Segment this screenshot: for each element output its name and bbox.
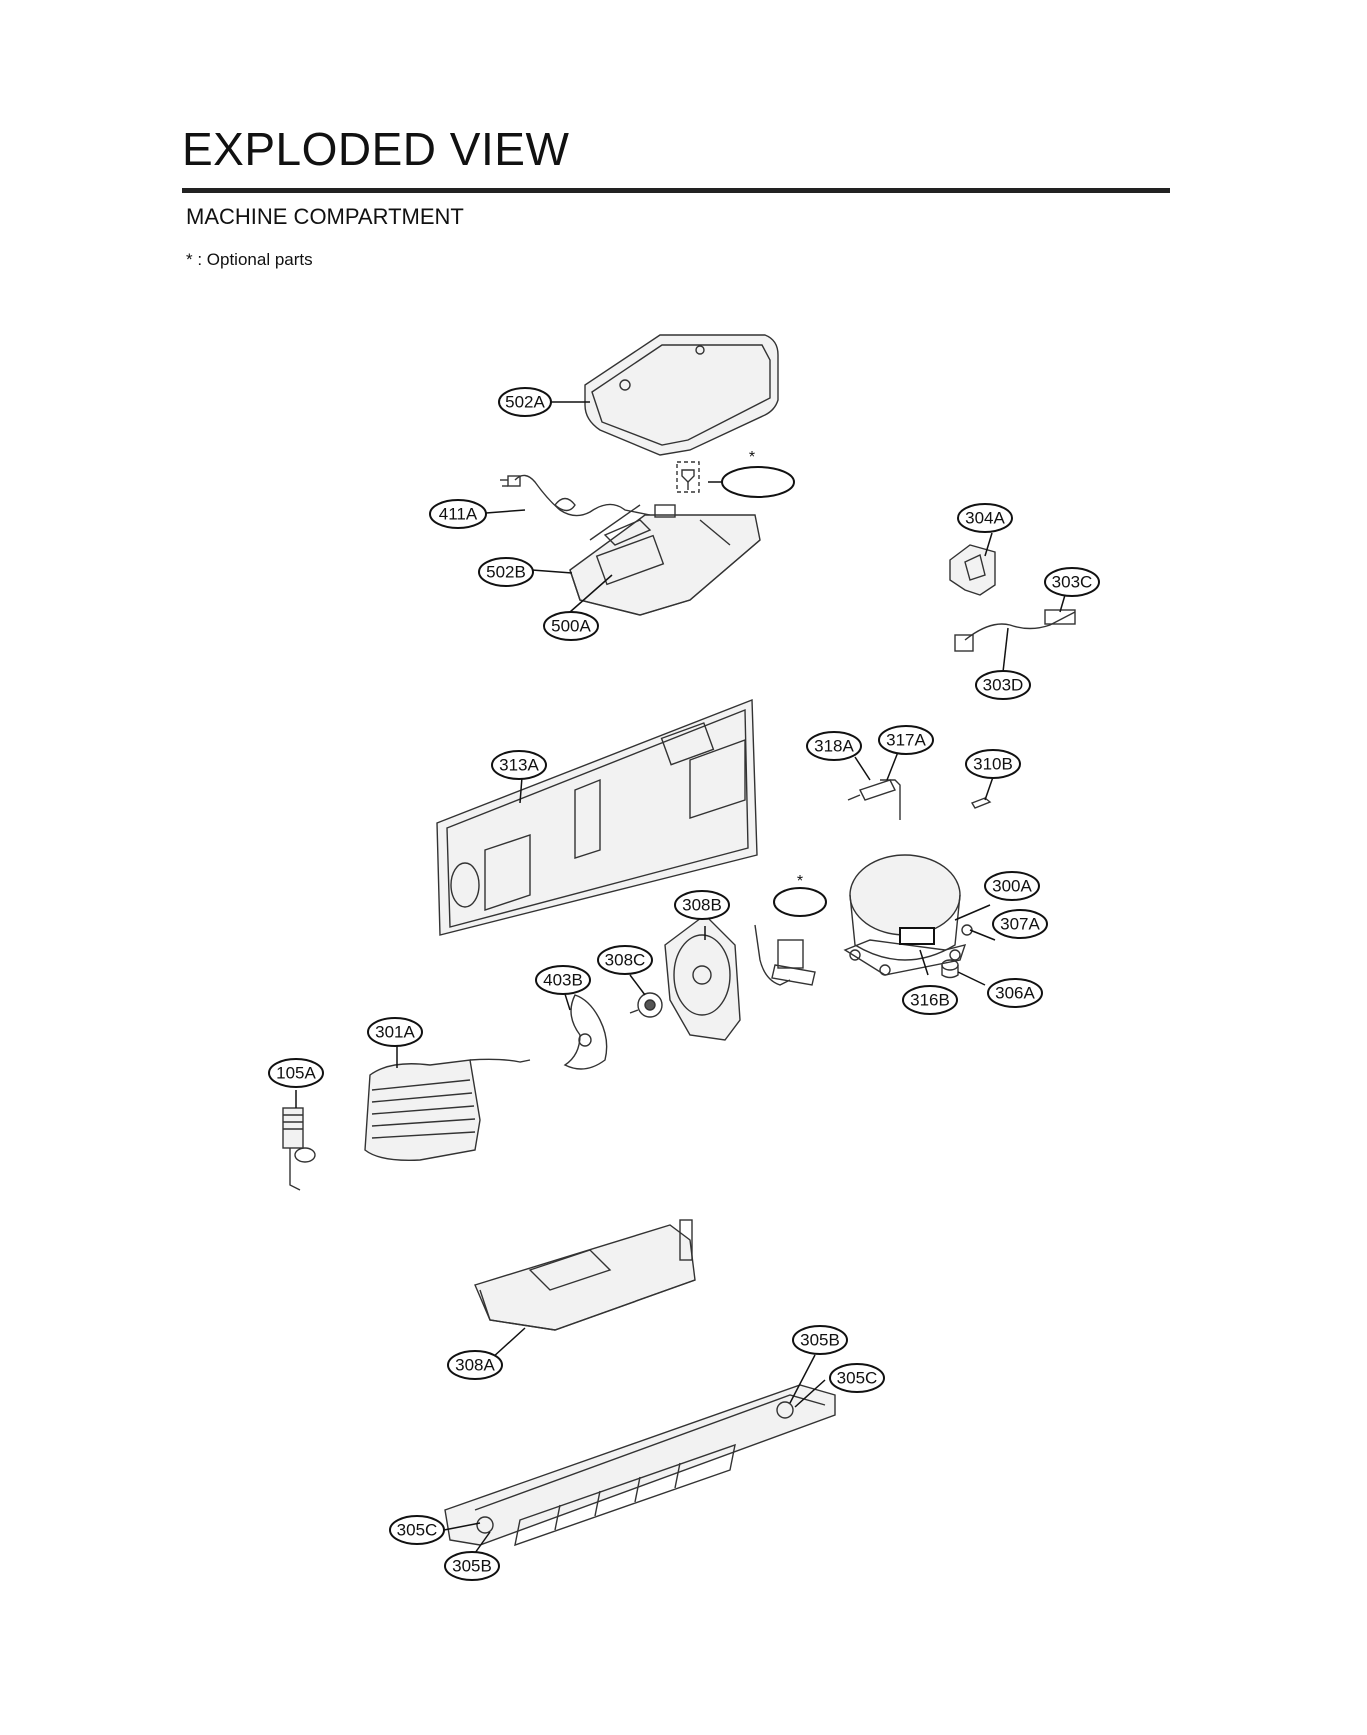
label-plate bbox=[899, 927, 935, 945]
svg-text:303D: 303D bbox=[983, 676, 1024, 695]
part-wire-harness-303C bbox=[954, 609, 1076, 652]
title-rule bbox=[182, 188, 1170, 193]
svg-text:305B: 305B bbox=[800, 1331, 840, 1350]
optional-star-middle: * bbox=[797, 873, 803, 890]
part-cover-502A bbox=[584, 334, 779, 456]
svg-text:308A: 308A bbox=[455, 1356, 495, 1375]
svg-text:305C: 305C bbox=[397, 1521, 438, 1540]
callout-318A: 318A bbox=[806, 731, 862, 761]
callout-500A: 500A bbox=[543, 611, 599, 641]
part-fan-motor-308C bbox=[629, 992, 663, 1018]
callout-303D: 303D bbox=[975, 670, 1031, 700]
part-optional-clip bbox=[676, 461, 700, 493]
svg-text:502A: 502A bbox=[505, 393, 545, 412]
svg-text:318A: 318A bbox=[814, 737, 854, 756]
svg-text:313A: 313A bbox=[499, 756, 539, 775]
part-fan-blade-403B bbox=[563, 994, 608, 1070]
part-valve-318A bbox=[847, 779, 901, 820]
callout-305C-top: 305C bbox=[829, 1363, 885, 1393]
svg-text:500A: 500A bbox=[551, 617, 591, 636]
callout-305C-bottom: 305C bbox=[389, 1515, 445, 1545]
svg-text:304A: 304A bbox=[965, 509, 1005, 528]
callout-308C: 308C bbox=[597, 945, 653, 975]
optional-callout-middle bbox=[773, 887, 827, 917]
part-control-box-502B bbox=[569, 504, 761, 616]
callout-301A: 301A bbox=[367, 1017, 423, 1047]
callout-313A: 313A bbox=[491, 750, 547, 780]
callout-307A: 307A bbox=[992, 909, 1048, 939]
callout-502A: 502A bbox=[498, 387, 552, 417]
part-power-cord-411A bbox=[500, 474, 651, 517]
part-fan-shroud-308B bbox=[664, 914, 741, 1041]
svg-text:308B: 308B bbox=[682, 896, 722, 915]
part-bottom-tray bbox=[444, 1384, 836, 1547]
svg-text:303C: 303C bbox=[1052, 573, 1093, 592]
svg-text:411A: 411A bbox=[439, 505, 478, 524]
callout-411A: 411A bbox=[429, 499, 487, 529]
svg-text:308C: 308C bbox=[605, 951, 646, 970]
optional-parts-note: * : Optional parts bbox=[186, 250, 313, 269]
svg-text:300A: 300A bbox=[992, 877, 1032, 896]
section-subtitle: MACHINE COMPARTMENT bbox=[186, 204, 464, 229]
svg-text:403B: 403B bbox=[543, 971, 583, 990]
svg-text:310B: 310B bbox=[973, 755, 1013, 774]
callout-305B-bottom: 305B bbox=[444, 1551, 500, 1581]
svg-text:305C: 305C bbox=[837, 1369, 878, 1388]
callout-308B: 308B bbox=[674, 890, 730, 920]
part-condenser-301A bbox=[364, 1058, 531, 1161]
svg-text:305B: 305B bbox=[452, 1557, 492, 1576]
svg-text:317A: 317A bbox=[886, 731, 926, 750]
callout-300A: 300A bbox=[984, 871, 1040, 901]
callout-310B: 310B bbox=[965, 749, 1021, 779]
page-title: EXPLODED VIEW bbox=[182, 123, 570, 175]
part-drain-105A bbox=[282, 1107, 316, 1191]
svg-text:306A: 306A bbox=[995, 984, 1035, 1003]
part-grommet-306A bbox=[941, 924, 973, 979]
callout-306A: 306A bbox=[987, 978, 1043, 1008]
svg-text:105A: 105A bbox=[276, 1064, 316, 1083]
part-rear-panel-313A bbox=[436, 698, 758, 936]
optional-star-top: * bbox=[749, 449, 755, 466]
callout-304A: 304A bbox=[957, 503, 1013, 533]
callout-316B: 316B bbox=[902, 985, 958, 1015]
part-tube-310B bbox=[970, 797, 992, 809]
callout-308A: 308A bbox=[447, 1350, 503, 1380]
svg-text:301A: 301A bbox=[375, 1023, 415, 1042]
leader-lines bbox=[295, 401, 1066, 1554]
svg-text:307A: 307A bbox=[1000, 915, 1040, 934]
callout-303C: 303C bbox=[1044, 567, 1100, 597]
part-base-308A bbox=[474, 1219, 696, 1331]
svg-text:502B: 502B bbox=[486, 563, 526, 582]
optional-callout-top bbox=[721, 466, 795, 498]
callout-317A: 317A bbox=[878, 725, 934, 755]
callout-502B: 502B bbox=[478, 557, 534, 587]
part-optional-damper bbox=[754, 924, 816, 986]
part-compressor-300A bbox=[843, 854, 967, 976]
svg-text:316B: 316B bbox=[910, 991, 950, 1010]
part-bracket-304A bbox=[949, 544, 996, 596]
callout-403B: 403B bbox=[535, 965, 591, 995]
callout-105A: 105A bbox=[268, 1058, 324, 1088]
callout-305B-top: 305B bbox=[792, 1325, 848, 1355]
